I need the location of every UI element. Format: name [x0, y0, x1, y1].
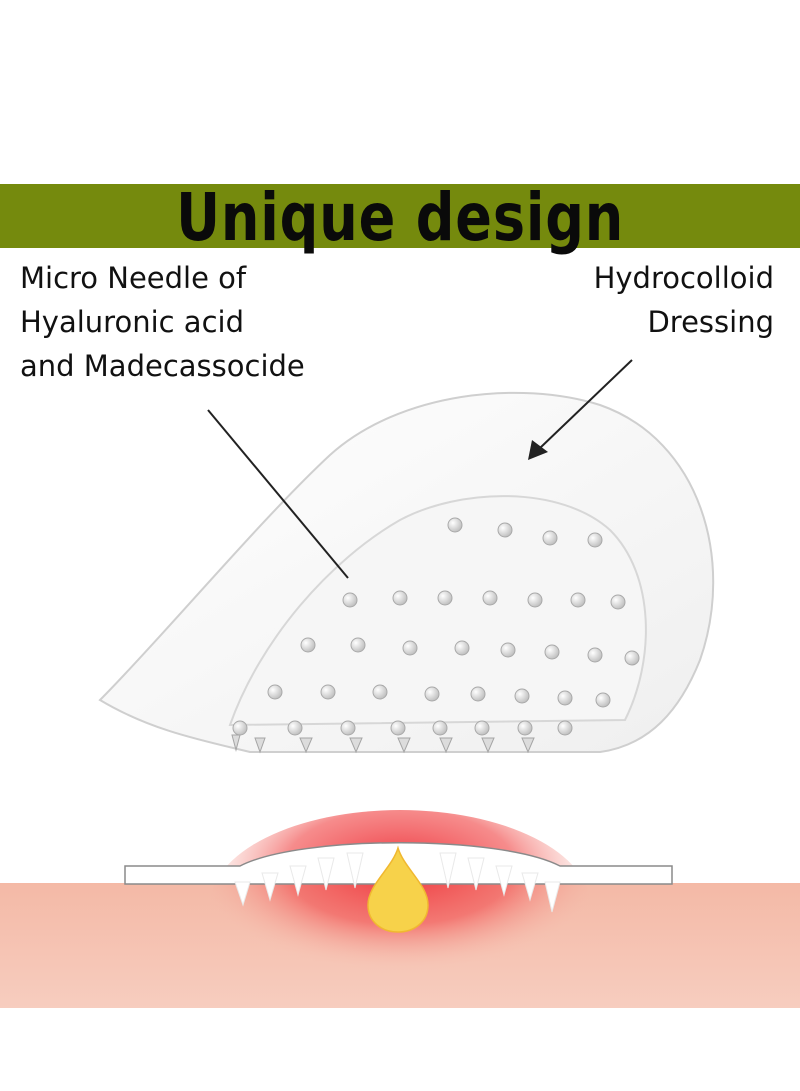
micro-needles [232, 517, 640, 736]
hydrocolloid-pointer [539, 359, 633, 449]
banner-title: Unique design [175, 179, 624, 256]
hydrocolloid-label: Hydrocolloid Dressing [594, 256, 774, 344]
micro-needle-label-line: Hyaluronic acid [20, 305, 244, 339]
hydrocolloid-label-line: Dressing [647, 305, 774, 339]
micro-needle-area [228, 495, 647, 727]
banner-background [0, 184, 800, 248]
micro-needle-label: Micro Needle of Hyaluronic acid and Made… [20, 256, 305, 388]
micro-needle-pointer [207, 409, 349, 579]
hydrocolloid-label-line: Hydrocolloid [593, 261, 774, 295]
hydrocolloid-arrowhead [528, 440, 548, 460]
micro-needle-label-line: and Madecassocide [20, 349, 305, 383]
micro-needle-label-line: Micro Needle of [20, 261, 247, 295]
pus-droplet [367, 845, 429, 933]
needle-spikes [231, 734, 535, 754]
penetrating-needles [234, 852, 561, 913]
banner: Unique design [0, 179, 800, 256]
